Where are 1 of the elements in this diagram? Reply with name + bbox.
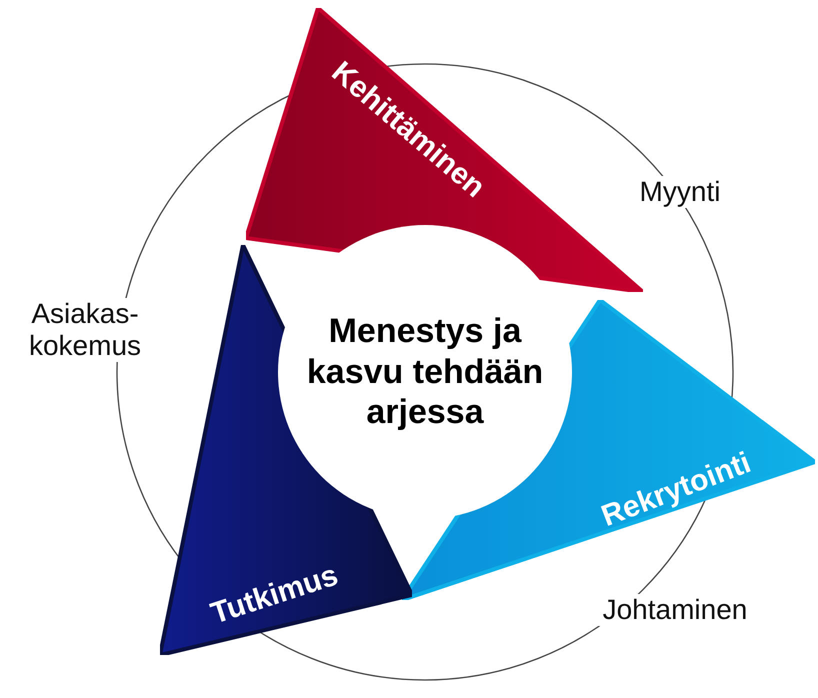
center-text: Menestys ja kasvu tehdään arjessa bbox=[306, 310, 544, 434]
